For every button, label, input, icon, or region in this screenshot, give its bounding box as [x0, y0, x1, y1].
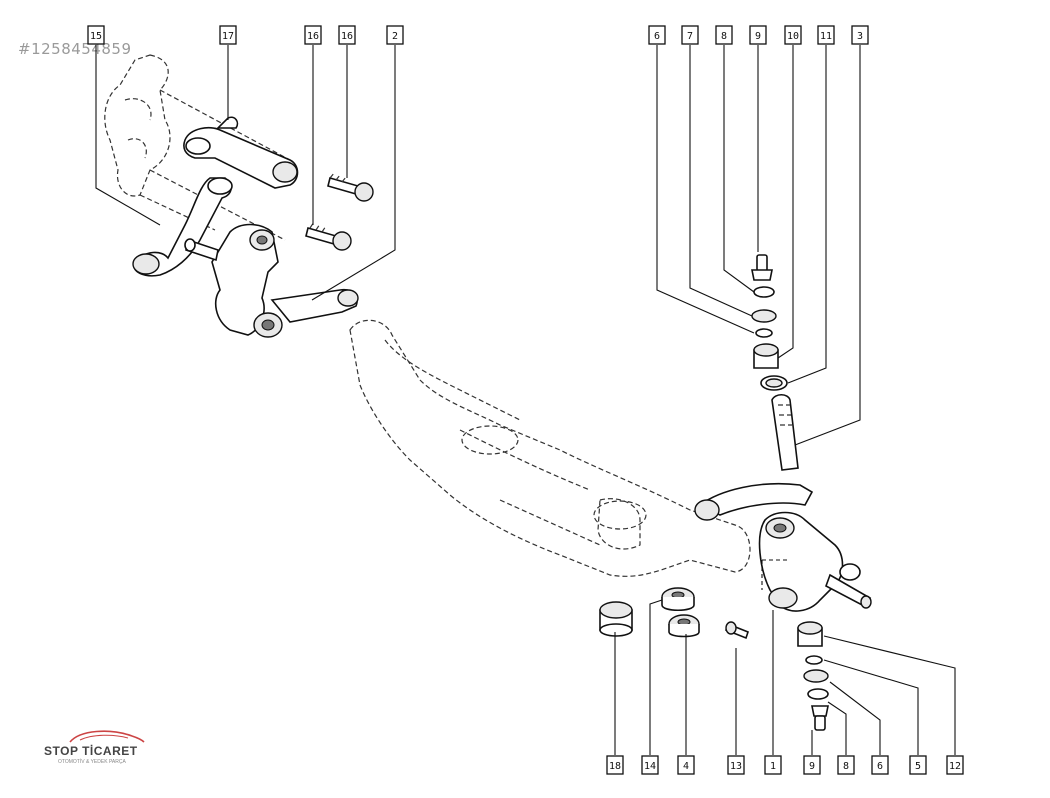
- ring-bottom: [805, 655, 823, 665]
- callout-11: 11: [817, 25, 835, 45]
- seal-ring-top: [760, 375, 788, 391]
- rubber-bush-lower: [668, 614, 700, 638]
- bush-top: [753, 343, 779, 369]
- grease-nipple-bottom: [811, 705, 829, 731]
- callout-14: 14: [641, 755, 659, 775]
- svg-text:14: 14: [644, 761, 656, 772]
- svg-text:10: 10: [787, 31, 799, 42]
- callout-16-left: 16: [304, 25, 322, 45]
- logo-title: STOP TİCARET: [44, 744, 138, 758]
- callout-8-top: 8: [715, 25, 733, 45]
- rubber-bush-upper: [661, 587, 695, 612]
- callout-1: 1: [764, 755, 782, 775]
- callout-9-bottom: 9: [803, 755, 821, 775]
- callout-12: 12: [946, 755, 964, 775]
- svg-text:2: 2: [392, 31, 398, 42]
- svg-text:6: 6: [877, 761, 883, 772]
- svg-text:8: 8: [721, 31, 727, 42]
- svg-text:11: 11: [820, 31, 832, 42]
- leader-lines: [95, 45, 956, 755]
- svg-text:1: 1: [770, 761, 776, 772]
- shim-bottom: [803, 669, 829, 683]
- grease-nipple-top: [751, 254, 773, 281]
- bush-large: [599, 601, 633, 637]
- svg-text:16: 16: [307, 31, 319, 42]
- callout-16-right: 16: [338, 25, 356, 45]
- bolt-upper: [327, 171, 374, 202]
- callout-4: 4: [677, 755, 695, 775]
- svg-text:5: 5: [915, 761, 921, 772]
- logo-subtitle: OTOMOTİV & YEDEK PARÇA: [58, 759, 126, 765]
- svg-text:3: 3: [857, 31, 863, 42]
- callout-5: 5: [909, 755, 927, 775]
- callout-8-bottom: 8: [837, 755, 855, 775]
- svg-text:9: 9: [755, 31, 761, 42]
- lower-steering-arm: [132, 177, 233, 277]
- svg-text:15: 15: [90, 31, 102, 42]
- callout-15-top: 15: [87, 25, 105, 45]
- car-silhouette-icon: [69, 730, 145, 743]
- svg-text:4: 4: [683, 761, 689, 772]
- bush-bottom: [797, 621, 823, 647]
- callout-9-top: 9: [749, 25, 767, 45]
- svg-text:17: 17: [222, 31, 234, 42]
- callout-3: 3: [851, 25, 869, 45]
- svg-text:16: 16: [341, 31, 353, 42]
- shim-top: [751, 309, 777, 323]
- callout-17: 17: [219, 25, 237, 45]
- stop-ticaret-logo: STOP TİCARET OTOMOTİV & YEDEK PARÇA: [40, 724, 160, 774]
- callout-6-bottom: 6: [871, 755, 889, 775]
- svg-text:6: 6: [654, 31, 660, 42]
- left-steering-knuckle: [184, 223, 359, 338]
- callout-7: 7: [681, 25, 699, 45]
- svg-text:9: 9: [809, 761, 815, 772]
- svg-text:7: 7: [687, 31, 693, 42]
- bolt-lower: [305, 221, 352, 251]
- upper-steering-arm: [183, 116, 299, 189]
- svg-text:13: 13: [730, 761, 742, 772]
- svg-text:18: 18: [609, 761, 621, 772]
- callout-6-top: 6: [648, 25, 666, 45]
- small-bolt: [725, 621, 749, 640]
- svg-text:12: 12: [949, 761, 961, 772]
- king-pin: [771, 393, 799, 471]
- callout-10: 10: [784, 25, 802, 45]
- callout-13: 13: [727, 755, 745, 775]
- ring-top: [755, 328, 773, 338]
- svg-text:8: 8: [843, 761, 849, 772]
- callout-18: 18: [606, 755, 624, 775]
- washer-bottom: [807, 688, 829, 700]
- right-steering-knuckle: [694, 482, 872, 612]
- callout-2: 2: [386, 25, 404, 45]
- washer-top: [753, 286, 775, 298]
- phantom-axle-beam: [349, 319, 751, 577]
